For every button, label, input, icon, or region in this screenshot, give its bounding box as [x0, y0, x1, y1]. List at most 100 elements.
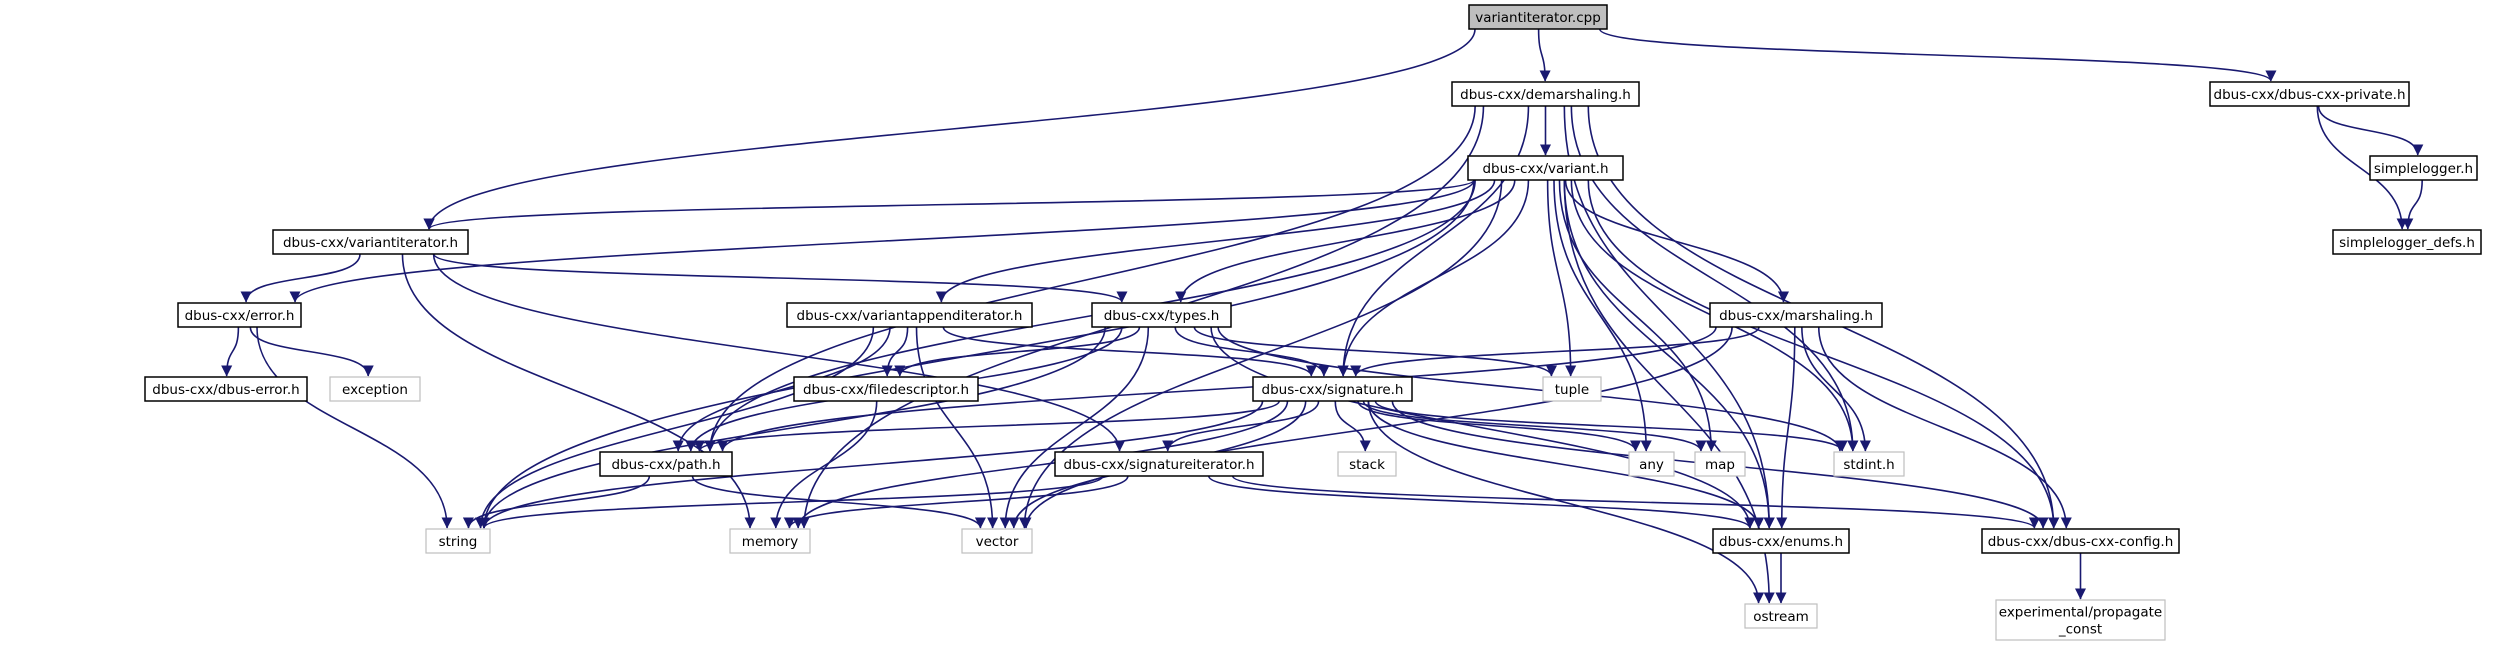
- edge-simplelogger-to-simplelogger_defs: [2402, 179, 2423, 230]
- node-memory-label: memory: [742, 534, 798, 550]
- edge-variantiterator-to-error: [240, 253, 361, 303]
- edge-variant-to-tuple: [1546, 179, 1577, 377]
- node-variantiterator-box: [272, 229, 469, 255]
- node-simplelogger[interactable]: simplelogger.h: [2369, 155, 2478, 181]
- node-variantiterator[interactable]: dbus-cxx/variantiterator.h: [272, 229, 469, 255]
- edge-vappend-to-path: [672, 326, 891, 452]
- node-dbuserror-label: dbus-cxx/dbus-error.h: [152, 382, 299, 398]
- node-any-box: [1628, 451, 1675, 477]
- edge-demarshaling-to-enums: [1563, 105, 1775, 529]
- edge-signature-to-map: [1362, 400, 1707, 452]
- edge-variant-to-enums: [1563, 179, 1775, 529]
- node-marshaling[interactable]: dbus-cxx/marshaling.h: [1709, 302, 1883, 328]
- node-stack: stack: [1337, 451, 1397, 477]
- node-vappend-label: dbus-cxx/variantappenditerator.h: [797, 308, 1023, 324]
- node-ostream-label: ostream: [1753, 609, 1809, 625]
- node-path-box: [599, 451, 733, 477]
- node-types[interactable]: dbus-cxx/types.h: [1091, 302, 1232, 328]
- nodes: variantiterator.cpp dbus-cxx/demarshaling…: [144, 4, 2482, 641]
- edge-variant-to-types: [1175, 179, 1516, 303]
- node-error[interactable]: dbus-cxx/error.h: [177, 302, 302, 328]
- edge-sigiter-to-enums: [1207, 475, 1756, 529]
- node-sigiter-label: dbus-cxx/signatureiterator.h: [1063, 457, 1254, 473]
- node-simplelogger_defs-label: simplelogger_defs.h: [2339, 235, 2475, 251]
- node-private-box: [2209, 81, 2410, 107]
- node-demarshaling-label: dbus-cxx/demarshaling.h: [1460, 87, 1631, 103]
- node-enums-label: dbus-cxx/enums.h: [1719, 534, 1843, 550]
- node-marshaling-box: [1709, 302, 1883, 328]
- edge-sigiter-to-config: [1231, 475, 2040, 529]
- edge-path-to-vector: [691, 475, 986, 529]
- edge-variant-to-variantiterator: [424, 179, 1475, 230]
- node-vector-label: vector: [976, 534, 1019, 550]
- edge-marshaling-to-signature: [1350, 326, 1760, 377]
- node-any: any: [1628, 451, 1675, 477]
- edge-signature-to-path: [693, 400, 1280, 452]
- node-memory: memory: [729, 528, 811, 554]
- node-dbuserror-box: [144, 376, 308, 402]
- node-marshaling-label: dbus-cxx/marshaling.h: [1719, 308, 1873, 324]
- node-vappend[interactable]: dbus-cxx/variantappenditerator.h: [786, 302, 1033, 328]
- edge-types-to-enums: [1210, 326, 1756, 529]
- node-signature-label: dbus-cxx/signature.h: [1262, 382, 1404, 398]
- node-propagate-label: experimental/propagate: [1999, 605, 2162, 621]
- node-exception-label: exception: [342, 382, 408, 398]
- edge-variantiterator-to-types: [432, 253, 1128, 303]
- edge-sigiter-to-memory: [783, 475, 1129, 529]
- node-path[interactable]: dbus-cxx/path.h: [599, 451, 733, 477]
- node-variant[interactable]: dbus-cxx/variant.h: [1467, 155, 1624, 181]
- edge-variantiterator-to-memory: [401, 253, 756, 529]
- edge-types-to-signature: [1174, 326, 1330, 377]
- node-config-box: [1981, 528, 2180, 554]
- edge-error-to-exception: [249, 326, 374, 377]
- node-map: map: [1694, 451, 1746, 477]
- node-demarshaling[interactable]: dbus-cxx/demarshaling.h: [1451, 81, 1640, 107]
- edge-types-to-filedesc: [894, 326, 1141, 377]
- edge-sigiter-to-string: [478, 475, 1104, 529]
- node-tuple-box: [1542, 376, 1602, 402]
- node-types-box: [1091, 302, 1232, 328]
- node-tuple: tuple: [1542, 376, 1602, 402]
- node-vector-box: [961, 528, 1033, 554]
- node-stdint-label: stdint.h: [1843, 457, 1894, 473]
- node-enums[interactable]: dbus-cxx/enums.h: [1712, 528, 1850, 554]
- edge-marshaling-to-stdint: [1801, 326, 1871, 452]
- edge-variant-to-string: [478, 179, 1475, 529]
- node-variantiterator-label: dbus-cxx/variantiterator.h: [283, 235, 458, 251]
- edge-signature-to-stack: [1334, 400, 1371, 452]
- node-memory-box: [729, 528, 811, 554]
- node-config[interactable]: dbus-cxx/dbus-cxx-config.h: [1981, 528, 2180, 554]
- node-propagate-box: [1995, 599, 2166, 641]
- node-error-label: dbus-cxx/error.h: [185, 308, 295, 324]
- node-filedesc-label: dbus-cxx/filedescriptor.h: [803, 382, 969, 398]
- node-root-label: variantiterator.cpp: [1475, 10, 1601, 26]
- edge-error-to-string: [256, 326, 453, 529]
- node-string: string: [425, 528, 491, 554]
- node-signature[interactable]: dbus-cxx/signature.h: [1252, 376, 1413, 402]
- node-dbuserror[interactable]: dbus-cxx/dbus-error.h: [144, 376, 308, 402]
- node-root[interactable]: variantiterator.cpp: [1468, 4, 1608, 30]
- edge-marshaling-to-path: [717, 326, 1717, 452]
- node-types-label: dbus-cxx/types.h: [1104, 308, 1220, 324]
- node-private[interactable]: dbus-cxx/dbus-cxx-private.h: [2209, 81, 2410, 107]
- edge-variant-to-map: [1558, 179, 1717, 452]
- node-stdint: stdint.h: [1833, 451, 1905, 477]
- node-exception: exception: [329, 376, 421, 402]
- node-stack-box: [1337, 451, 1397, 477]
- node-sigiter-box: [1054, 451, 1264, 477]
- edge-private-to-simplelogger_defs: [2316, 105, 2408, 230]
- node-sigiter[interactable]: dbus-cxx/signatureiterator.h: [1054, 451, 1264, 477]
- edge-variantiterator-to-sigiter: [432, 253, 1126, 452]
- edge-demarshaling-to-signature: [1337, 105, 1530, 377]
- edge-variant-to-signature: [1337, 179, 1530, 377]
- node-filedesc[interactable]: dbus-cxx/filedescriptor.h: [793, 376, 979, 402]
- edge-variant-to-config: [1587, 179, 2060, 529]
- edge-vappend-to-filedesc: [881, 326, 909, 377]
- node-root-box: [1468, 4, 1608, 30]
- edge-demarshaling-to-path: [704, 105, 1476, 452]
- edge-private-to-simplelogger: [2317, 105, 2424, 156]
- node-simplelogger-label: simplelogger.h: [2374, 161, 2473, 177]
- edge-types-to-string: [478, 326, 1107, 529]
- node-simplelogger_defs[interactable]: simplelogger_defs.h: [2332, 229, 2482, 255]
